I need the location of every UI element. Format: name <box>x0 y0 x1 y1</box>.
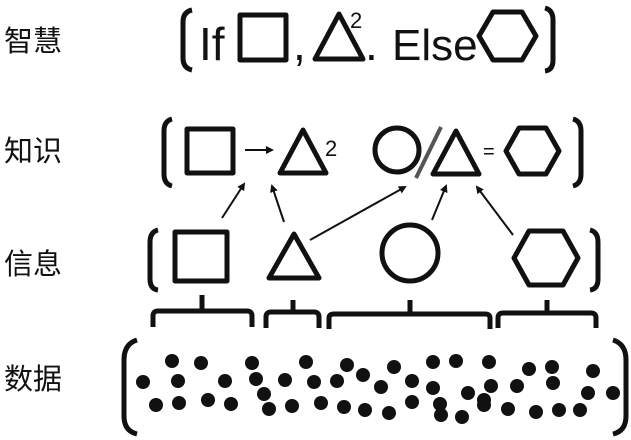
data-dot <box>552 403 566 417</box>
data-dot <box>501 402 515 416</box>
square-shape <box>172 229 230 284</box>
data-dot <box>299 355 313 369</box>
level-label-data: 数据 <box>4 362 63 396</box>
level-label-wisdom: 智慧 <box>4 24 63 58</box>
comma-text: , <box>293 18 306 70</box>
data-dot <box>307 375 321 389</box>
data-dot <box>356 368 370 382</box>
data-dot <box>249 372 263 386</box>
data-dot <box>314 396 328 410</box>
bracket-left-information <box>147 227 159 293</box>
data-dot <box>245 356 259 370</box>
bracket-left-wisdom <box>180 7 193 73</box>
data-dot <box>510 379 524 393</box>
triangle-shape <box>266 231 322 281</box>
data-dot <box>337 400 351 414</box>
exponent-text: 2 <box>325 136 337 161</box>
data-dot <box>449 354 463 368</box>
arrow-info-square-up <box>221 182 246 219</box>
hexagon-shape <box>511 228 581 288</box>
data-dot <box>405 374 419 388</box>
data-dot <box>434 408 448 422</box>
level-label-knowledge: 知识 <box>4 134 63 168</box>
circle-shape <box>379 222 441 284</box>
square-shape <box>237 12 289 63</box>
arrow-info-hexagon-up <box>475 185 514 236</box>
data-dot <box>546 376 560 390</box>
data-dot <box>586 364 600 378</box>
exponent-text: 2 <box>350 8 362 33</box>
data-dot <box>426 381 440 395</box>
brace-hexagon <box>495 300 599 328</box>
triangle-shape <box>430 128 482 177</box>
data-dot <box>194 356 208 370</box>
data-dot <box>433 397 447 411</box>
data-dot <box>581 386 595 400</box>
data-dot <box>405 395 419 409</box>
if-text: If <box>199 18 225 70</box>
triangle-shape <box>312 11 366 62</box>
data-dot <box>171 374 185 388</box>
data-dot <box>461 386 475 400</box>
equals-text: = <box>483 141 495 163</box>
bracket-left-knowledge <box>161 116 173 189</box>
brace-circle <box>326 300 493 329</box>
arrow-info-triangle-to-circle <box>309 186 407 241</box>
data-dot <box>136 375 150 389</box>
data-dot <box>257 387 271 401</box>
data-dot <box>382 406 396 420</box>
data-dot <box>340 358 354 372</box>
brace-square <box>150 295 255 327</box>
data-dots <box>136 354 620 424</box>
data-dot <box>455 410 469 424</box>
bracket-right-information <box>589 227 601 293</box>
data-dot <box>262 402 276 416</box>
hexagon-shape <box>476 9 539 63</box>
data-dot <box>201 393 215 407</box>
data-dot <box>278 373 292 387</box>
brace-triangle <box>263 300 322 328</box>
arrow-info-circle-up <box>431 184 448 221</box>
data-dot <box>477 398 491 412</box>
division-slash <box>414 126 443 179</box>
data-dot <box>545 360 559 374</box>
bracket-right-knowledge <box>572 116 584 189</box>
bracket-right-data <box>612 337 629 437</box>
data-dot <box>482 355 496 369</box>
triangle-shape <box>277 127 329 176</box>
square-shape <box>184 126 236 176</box>
data-dot <box>165 354 179 368</box>
data-dot <box>285 399 299 413</box>
bracket-left-data <box>121 337 138 437</box>
data-dot <box>522 362 536 376</box>
else-text: Else <box>392 21 478 70</box>
data-dot <box>330 374 344 388</box>
data-dot <box>374 380 388 394</box>
circle-shape <box>372 125 422 175</box>
arrow-info-triangle-up <box>270 184 285 223</box>
data-dot <box>149 398 163 412</box>
period-text: . <box>365 18 378 70</box>
hexagon-shape <box>503 125 562 177</box>
data-dot <box>358 403 372 417</box>
data-dot <box>606 386 620 400</box>
data-dot <box>529 405 543 419</box>
level-label-information: 信息 <box>4 247 63 281</box>
data-dot <box>218 374 232 388</box>
data-dot <box>426 355 440 369</box>
data-dot <box>172 396 186 410</box>
data-dot <box>484 379 498 393</box>
bracket-right-wisdom <box>544 5 556 74</box>
data-dot <box>224 397 238 411</box>
data-dot <box>573 403 587 417</box>
data-dot <box>387 360 401 374</box>
